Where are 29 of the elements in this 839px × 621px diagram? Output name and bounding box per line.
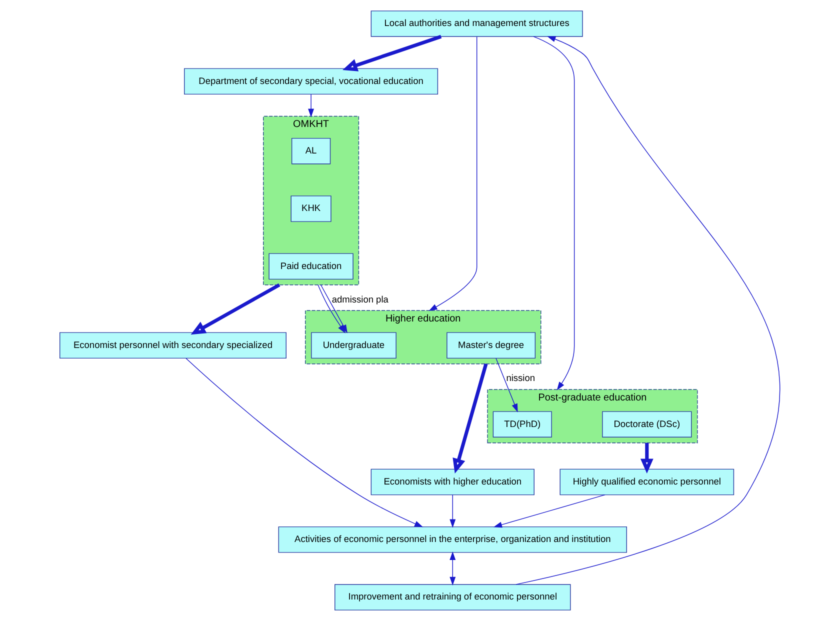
node-box: Highly qualified economic personnel [559, 468, 734, 496]
node-box: Improvement and retraining of economic personnel [334, 584, 570, 610]
arrow [452, 363, 488, 474]
arrow [449, 494, 456, 528]
node-box: KHK [290, 196, 331, 222]
arrow [515, 36, 780, 585]
node-box: Activities of economic personnel in the enterprise, organization and institution [278, 526, 626, 553]
node-box: Paid education [268, 253, 353, 280]
arrow [495, 358, 518, 412]
edge-label: admission pla [331, 294, 388, 304]
node-box: Doctorate (DSc) [602, 411, 692, 438]
node-box: Master's degree [446, 332, 536, 359]
node-box: Economists with higher education [370, 468, 534, 496]
arrow [640, 442, 653, 474]
arrow [532, 36, 574, 390]
arrow [449, 551, 456, 586]
arrow [428, 36, 477, 312]
node-box: TD(PhD) [492, 411, 552, 438]
edge-label: nission [506, 373, 534, 384]
node-box: Economist personnel with secondary specialized [59, 332, 286, 359]
arrow [492, 494, 605, 528]
node-box: AL [290, 138, 330, 164]
arrow [342, 34, 442, 72]
arrow [308, 94, 314, 118]
arrow [190, 283, 280, 335]
node-box: Undergraduate [310, 332, 396, 359]
node-box: Local authorities and management structures [370, 10, 582, 37]
node-box: Department of secondary special, vocational education [184, 68, 438, 95]
arrow [185, 358, 423, 528]
